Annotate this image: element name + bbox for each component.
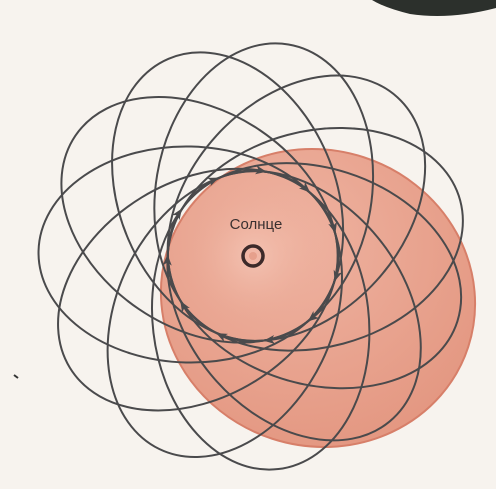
corner-dark-shape [372, 0, 496, 16]
left-tick-mark [14, 375, 18, 378]
sun-icon [243, 246, 263, 266]
sun-label: Солнце [230, 216, 283, 233]
